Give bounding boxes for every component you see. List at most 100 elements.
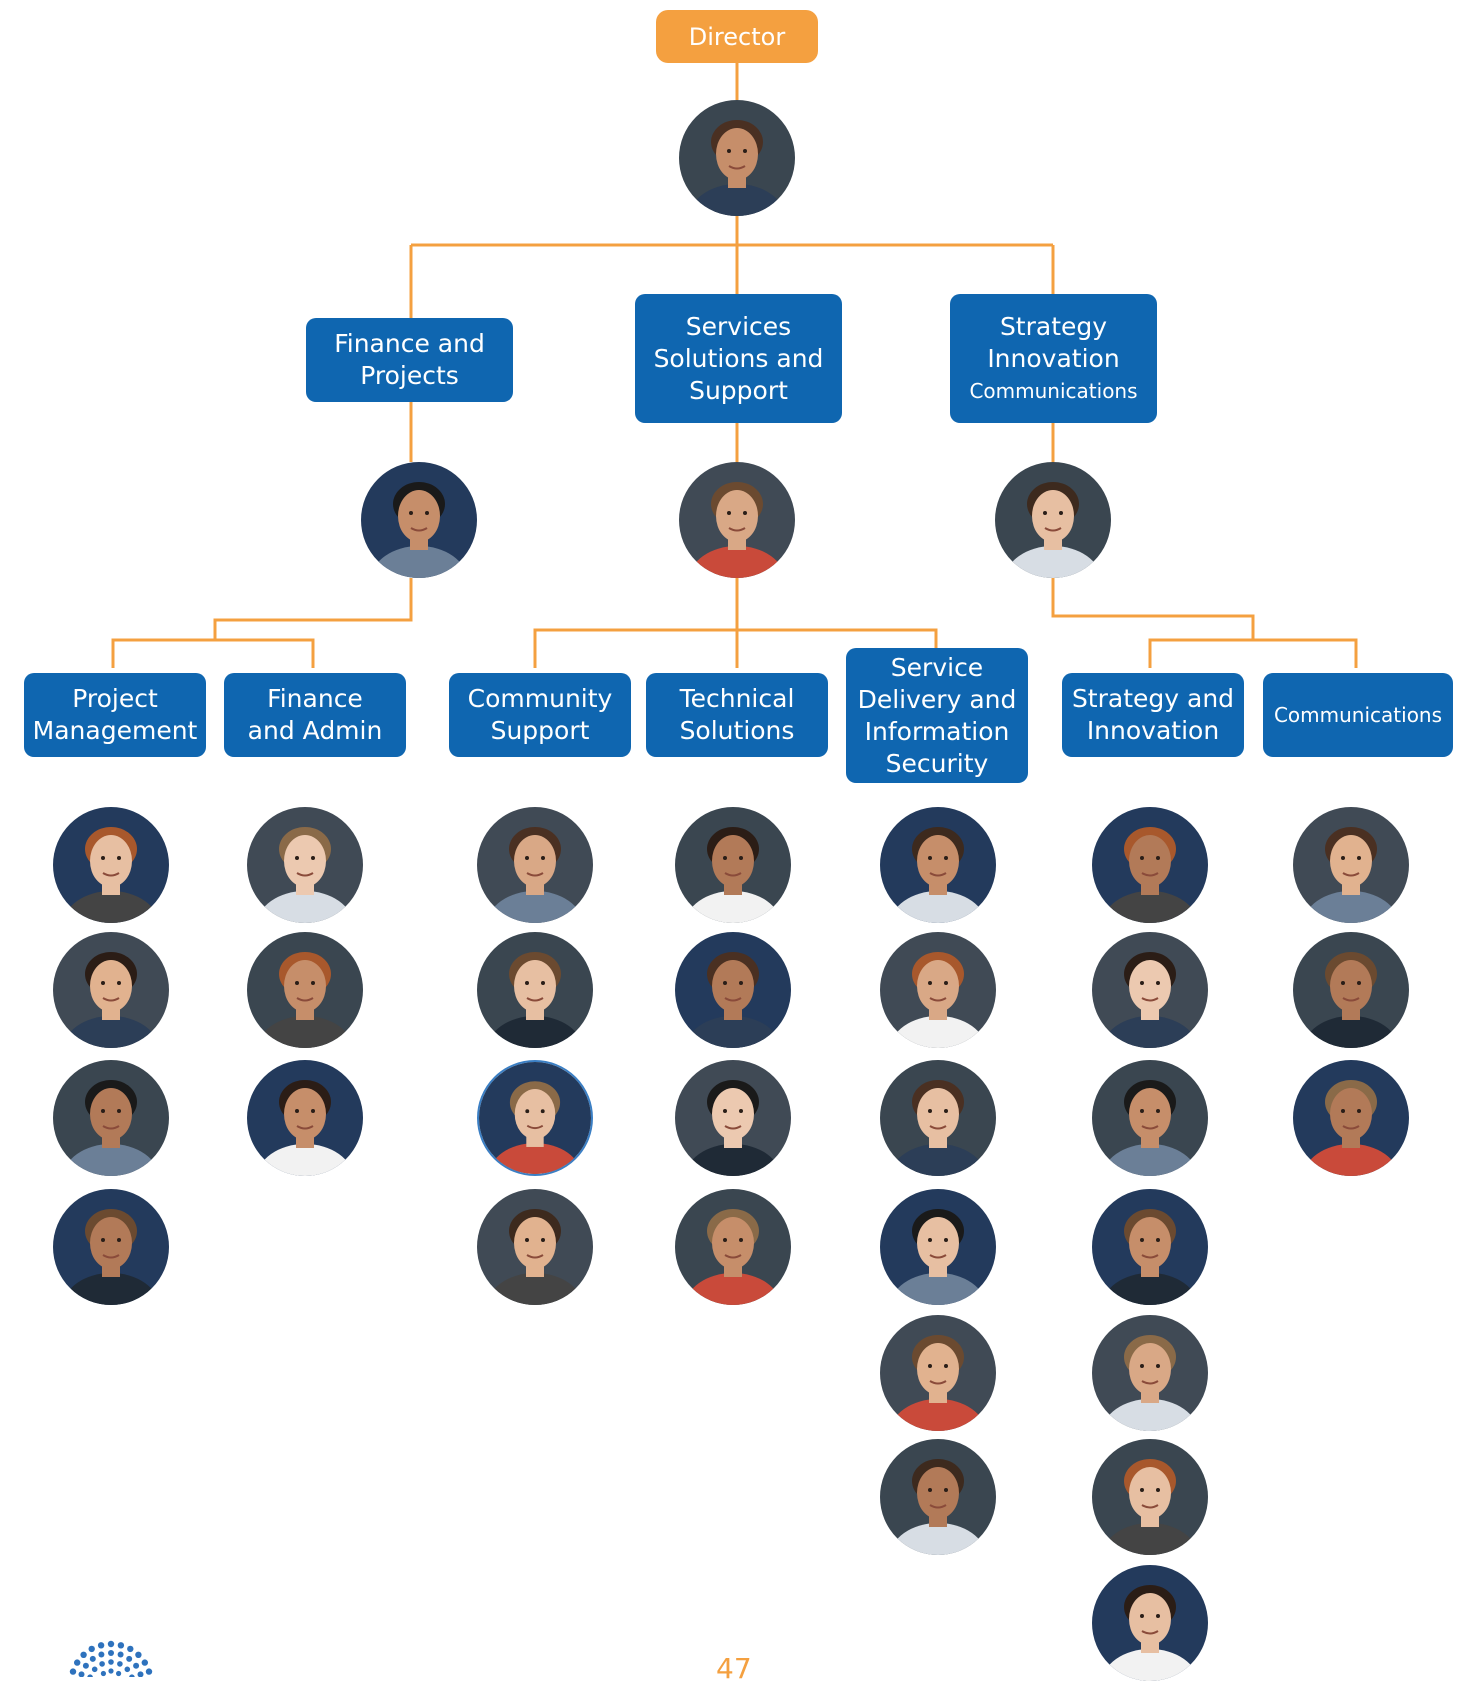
team-member-photo: [880, 1439, 996, 1555]
logo-dot: [88, 1645, 95, 1653]
portrait-image: [675, 1060, 791, 1176]
director-label: Director: [688, 22, 786, 51]
team-label-line: Support: [490, 716, 590, 745]
logo-dot: [141, 1659, 148, 1666]
logo-dot: [145, 1668, 153, 1675]
division-label-line: Projects: [360, 361, 459, 390]
team-label-line: Community: [467, 684, 613, 713]
portrait-image: [247, 932, 363, 1048]
portrait-image: [1092, 807, 1208, 923]
team-label-line: Information: [864, 716, 1010, 746]
logo-dot: [137, 1671, 144, 1677]
director-photo: [679, 100, 795, 216]
team-member-photo: [53, 932, 169, 1048]
connector-line: [1051, 578, 1255, 668]
team-label-line: and Admin: [247, 716, 383, 745]
team-member-photo: [247, 932, 363, 1048]
connector-line: [1253, 638, 1358, 668]
portrait-image: [880, 1060, 996, 1176]
logo-dot: [108, 1650, 114, 1656]
division-label-line: Support: [689, 375, 788, 405]
logo-dot: [133, 1662, 140, 1669]
logo-dot: [108, 1659, 114, 1665]
portrait-image: [880, 1439, 996, 1555]
team-member-photo: [477, 1060, 593, 1176]
portrait-image: [1092, 1439, 1208, 1555]
logo-dot: [135, 1651, 142, 1658]
portrait-image: [679, 462, 795, 578]
team-label-line: Service: [890, 652, 984, 682]
team-member-photo: [247, 807, 363, 923]
team-member-photo: [53, 1189, 169, 1305]
division-label-line: Communications: [969, 378, 1138, 403]
portrait-image: [1092, 1060, 1208, 1176]
logo-dot: [124, 1666, 131, 1673]
organization-logo: [69, 1640, 153, 1677]
team-member-photo: [880, 932, 996, 1048]
portrait-image: [53, 807, 169, 923]
team-member-photo: [247, 1060, 363, 1176]
team-member-photo: [477, 807, 593, 923]
team-member-photo: [53, 807, 169, 923]
team-label-line: Security: [885, 748, 989, 778]
team-member-photo: [1293, 932, 1409, 1048]
team-member-photo: [477, 1189, 593, 1305]
portrait-image: [1092, 1315, 1208, 1431]
portrait-image: [477, 932, 593, 1048]
portrait-image: [477, 1189, 593, 1305]
team-box-communications: Communications: [1263, 673, 1453, 757]
logo-dot: [129, 1674, 135, 1677]
portrait-image: [675, 1189, 791, 1305]
team-member-photo: [1092, 1565, 1208, 1681]
team-label-line: Delivery and: [857, 684, 1017, 714]
team-member-photo: [880, 1060, 996, 1176]
team-member-photo: [880, 807, 996, 923]
portrait-image: [675, 932, 791, 1048]
team-box-service-delivery-and-information-security: Service Delivery and Information Securit…: [846, 648, 1028, 783]
team-label-line: Project: [72, 684, 158, 713]
logo-dot: [74, 1659, 81, 1666]
connector-line: [737, 628, 938, 648]
team-member-photo: [1092, 1315, 1208, 1431]
division-label-line: Finance and: [334, 329, 485, 358]
team-member-photo: [1293, 807, 1409, 923]
team-label-line: Management: [32, 716, 198, 745]
logo-dot: [107, 1640, 115, 1648]
division-head-photo: [995, 462, 1111, 578]
connector-line: [215, 638, 315, 668]
team-box-finance-and-admin: Finance and Admin: [224, 673, 406, 757]
page-number: 47: [716, 1652, 752, 1685]
division-box-finance-and-projects: Finance and Projects: [306, 318, 513, 402]
logo-dot: [99, 1661, 105, 1667]
team-member-photo: [1092, 807, 1208, 923]
portrait-image: [1092, 1565, 1208, 1681]
team-member-photo: [1092, 1060, 1208, 1176]
portrait-image: [1092, 932, 1208, 1048]
team-member-photo: [675, 1060, 791, 1176]
portrait-image: [1293, 1060, 1409, 1176]
portrait-image: [477, 807, 593, 923]
division-label-line: Solutions and: [653, 343, 824, 373]
team-label-line: Solutions: [679, 716, 795, 745]
portrait-image: [53, 1189, 169, 1305]
team-member-photo: [675, 807, 791, 923]
team-member-photo: [477, 932, 593, 1048]
logo-dot: [78, 1671, 85, 1677]
team-label-line: Innovation: [1086, 716, 1220, 745]
division-label-line: Services: [685, 311, 792, 341]
team-box-community-support: Community Support: [449, 673, 631, 757]
team-member-photo: [880, 1189, 996, 1305]
logo-dot: [117, 1651, 124, 1658]
portrait-image: [53, 932, 169, 1048]
logo-dot: [116, 1670, 122, 1677]
portrait-image: [247, 1060, 363, 1176]
team-member-photo: [1293, 1060, 1409, 1176]
logo-dot: [108, 1668, 114, 1674]
division-box-strategy-innovation-communications: Strategy Innovation Communications: [950, 294, 1157, 423]
logo-dot: [69, 1668, 77, 1675]
team-member-photo: [880, 1315, 996, 1431]
division-head-photo: [361, 462, 477, 578]
logo-dot: [89, 1655, 96, 1662]
portrait-image: [1293, 807, 1409, 923]
